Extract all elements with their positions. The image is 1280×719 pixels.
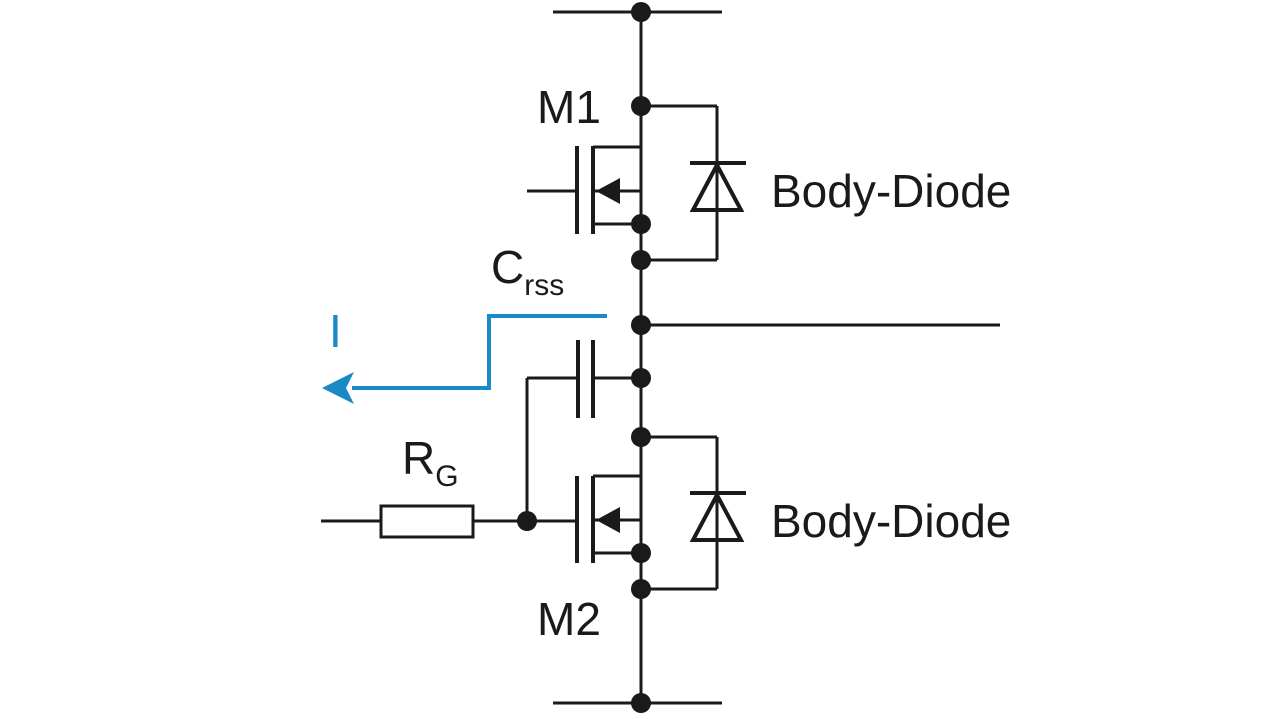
m1-body-arrow <box>596 178 620 204</box>
body-diode-bottom <box>641 435 746 591</box>
label-body-diode-top: Body-Diode <box>771 165 1011 217</box>
capacitor-crss <box>525 340 641 521</box>
label-body-diode-bottom: Body-Diode <box>771 495 1011 547</box>
label-rg-sub: G <box>435 460 458 493</box>
label-crss-sub: rss <box>524 269 564 302</box>
gate-resistor-rg <box>321 504 577 539</box>
current-arrow-head <box>322 372 354 404</box>
label-rg: RG <box>402 432 459 493</box>
junction-dots <box>517 2 651 713</box>
label-crss-main: C <box>491 241 524 293</box>
label-m2: M2 <box>537 593 601 645</box>
label-crss: Crss <box>491 241 564 302</box>
body-diode-top <box>641 104 746 262</box>
label-current: I <box>329 305 342 357</box>
mosfet-m2 <box>575 474 641 563</box>
main-rail <box>553 10 1000 705</box>
current-path <box>322 314 607 404</box>
label-m1: M1 <box>537 81 601 133</box>
m2-body-arrow <box>596 507 620 533</box>
label-rg-main: R <box>402 432 435 484</box>
mosfet-m1 <box>527 145 641 234</box>
